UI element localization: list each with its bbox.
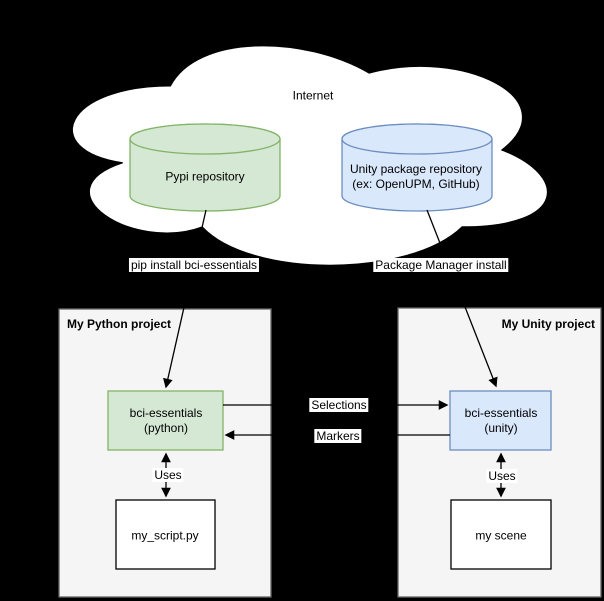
markers-label: Markers	[314, 429, 362, 443]
selections-label: Selections	[309, 398, 369, 412]
my-scene-box	[450, 499, 552, 570]
my-script-label: my_script.py	[131, 528, 199, 543]
bci-essentials-unity-line1: bci-essentials	[464, 406, 538, 420]
unity-project-title: My Unity project	[501, 317, 595, 331]
uses-label-python: Uses	[152, 468, 184, 482]
bci-essentials-python-label: bci-essentials (python)	[130, 406, 203, 436]
package-manager-label: Package Manager install	[373, 258, 509, 272]
my-scene-label: my scene	[475, 528, 527, 543]
pip-install-arrow	[163, 209, 207, 389]
package-manager-arrow	[426, 209, 498, 388]
unity-cylinder-top	[341, 123, 493, 155]
bci-essentials-unity-line2: (unity)	[484, 421, 518, 435]
unity-repository-label-line2: (ex: OpenUPM, GitHub)	[352, 177, 480, 191]
python-project-title: My Python project	[67, 317, 172, 331]
pypi-repository-cylinder	[129, 123, 281, 212]
bci-essentials-python-box	[107, 390, 224, 451]
pypi-cylinder-top	[129, 123, 281, 155]
bci-essentials-unity-label: bci-essentials (unity)	[465, 406, 538, 436]
internet-label: Internet	[292, 88, 334, 103]
bci-essentials-python-line1: bci-essentials	[129, 406, 203, 420]
unity-repository-label: Unity package repository (ex: OpenUPM, G…	[350, 162, 482, 192]
bci-essentials-python-line2: (python)	[143, 421, 189, 435]
uses-label-unity: Uses	[486, 469, 518, 483]
pypi-repository-label: Pypi repository	[165, 169, 245, 184]
unity-repository-cylinder	[341, 123, 493, 212]
my-script-box	[115, 499, 216, 570]
unity-repository-label-line1: Unity package repository	[349, 162, 483, 176]
pip-install-label: pip install bci-essentials	[128, 258, 260, 272]
bci-essentials-unity-box	[449, 390, 552, 451]
